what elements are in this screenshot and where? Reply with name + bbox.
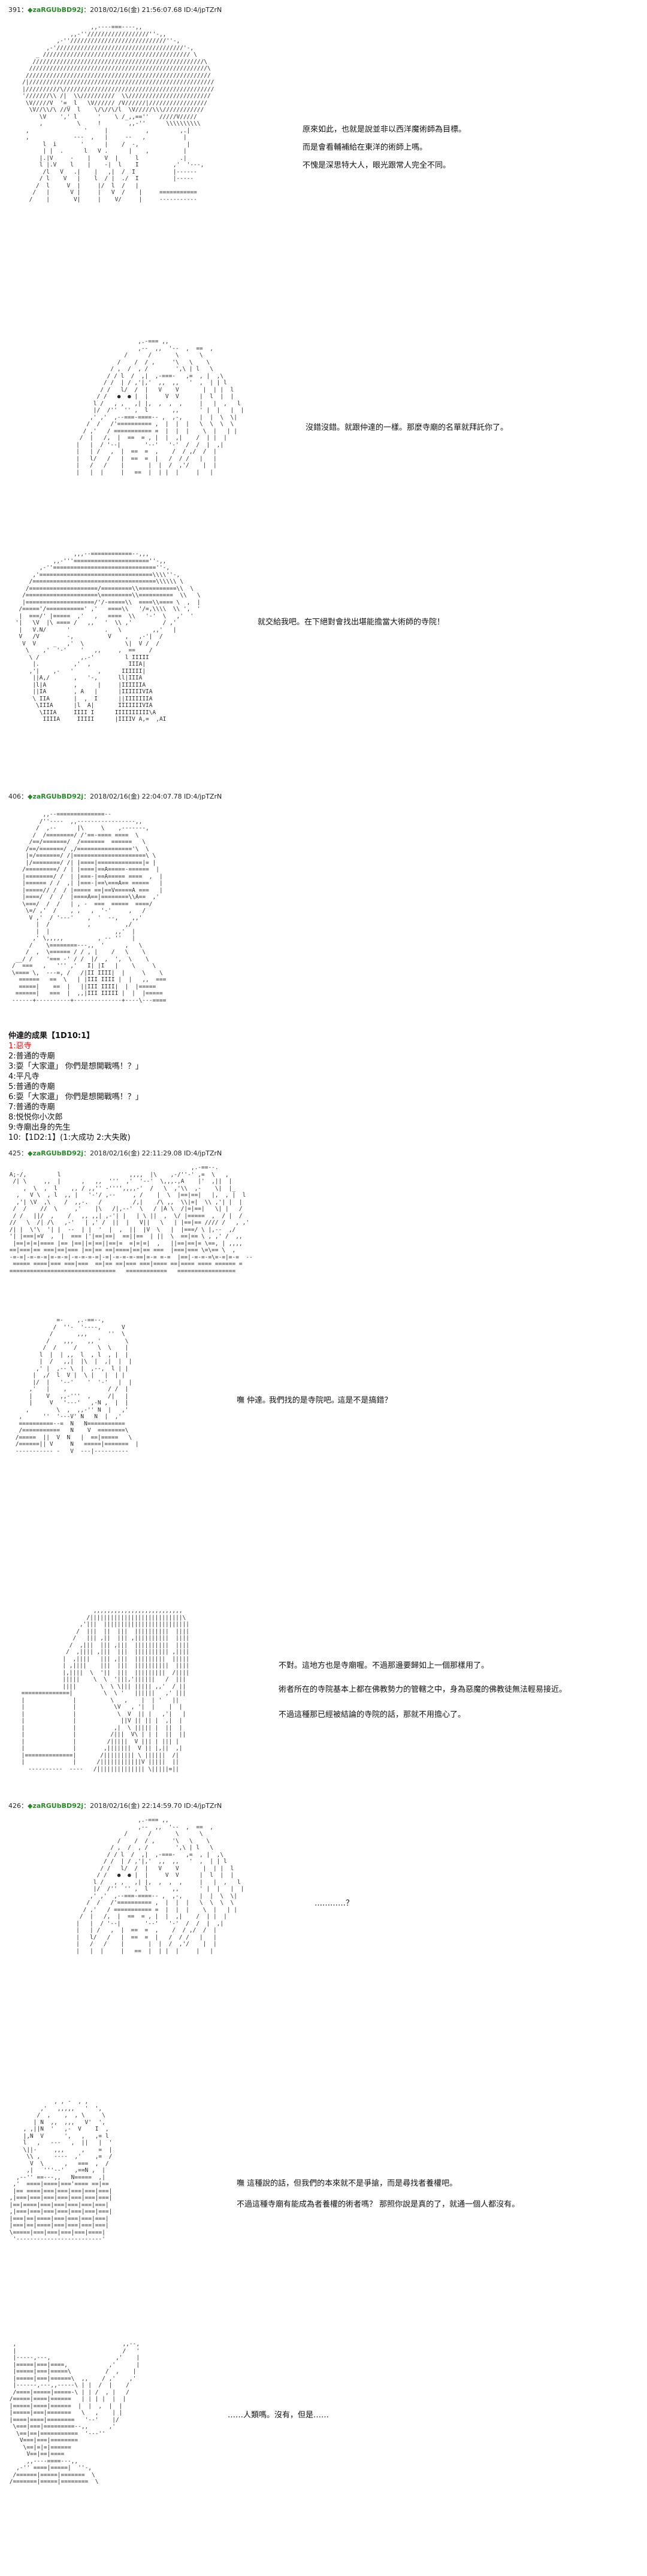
poll-item-3: 3:耍「大家還」 你們是想開戰嗎！？」 [8,1062,143,1071]
post-header: 391：◆zaRGUbBD92j：2018/02/16(金) 21:56:07.… [8,5,222,14]
poll-item-10: 10:【1D2:1】(1:大成功 2:大失敗) [8,1133,131,1142]
poster-trip: ◆zaRGUbBD92j [28,1802,84,1810]
poll-item-5: 5:普通的寺廟 [8,1082,55,1091]
poll-block: 仲達的成果【1D10:1】 1:惡寺 2:普通的寺廟 3:耍「大家還」 你們是想… [8,1031,143,1143]
post-meta: ：2018/02/16(金) 22:11:29.08 ID:4/jpTZrN [83,1149,222,1157]
post-meta: ：2018/02/16(金) 22:14:59.70 ID:4/jpTZrN [83,1802,222,1810]
dialog-text: 原來如此，也就是說並非以西洋魔術師為目標。 [303,125,467,134]
dialog-text: 不愧是深思特大人，眼光跟常人完全不同。 [303,161,451,170]
poster-trip: ◆zaRGUbBD92j [28,6,84,14]
poll-item-2: 2:普通的寺廟 [8,1052,55,1061]
dialog-text: 而是會看輔補給在東洋的術師上嗎。 [303,143,428,152]
dialog-text: …………？ [315,1899,354,1908]
poster-trip: ◆zaRGUbBD92j [28,1149,84,1157]
poll-item-6: 6:耍「大家還」 你們是想開戰嗎！？」 [8,1093,143,1102]
ascii-art-figure: , ,,--, | / ' |-----,---, ,' | |=====|==… [9,2341,140,2485]
poster-trip: ◆zaRGUbBD92j [28,793,84,800]
dialog-text: 嘸 仲達｡ 我們找的是寺院吧｡ 這是不是搞錯？ [237,1396,392,1405]
poll-title: 仲達的成果【1D10:1】 [8,1031,95,1040]
post-number[interactable]: 426： [8,1802,28,1810]
poll-item-1: 1:惡寺 [8,1042,32,1051]
dialog-text: 不過這種寺廟有能成為者養權的術者嗎？ 那照你說是真的了，就通一個人都沒有。 [237,2200,520,2209]
dialog-text: 不對。這地方也是寺廟喔。不過那邊要歸如上一個那樣用了。 [279,1661,489,1670]
post-header: 425：◆zaRGUbBD92j：2018/02/16(金) 22:11:29.… [8,1148,222,1158]
dialog-text: 沒錯沒錯。就跟仲達的一樣。那麼寺廟的名單就拜託你了。 [306,423,509,432]
poll-item-7: 7:普通的寺廟 [8,1103,55,1112]
ascii-art-scene: ,.-==--. A;-/, l ,,,, |\ ,-/''-' ,= \ , … [9,1164,253,1275]
dialog-text: ……人類嗎。沒有，但是…… [228,2411,329,2420]
ascii-art-figure: ,,----===----,, ,,-''//////////////////'… [22,24,214,203]
ascii-art-figure: ,.-=== ,, ,-- ,, '-- , == , / / \ \ / / … [76,1817,244,1955]
dialog-text: 就交給我吧。在下絕對會找出堪能擔當大術師的寺院！ [258,618,445,627]
dialog-text: 嘸 這種說的話，但我們的本來就不是爭搶，而是尋找者養權吧。 [237,2179,458,2188]
ascii-art-figure: ,,,,,,,,,,,,,,,,,,,,,,,,,, /||||||||||||… [21,1607,189,1773]
ascii-art-figure: ,.-=== ,, ,-- ,, '-- , == , / / \ \ / / … [76,338,244,476]
poll-item-4: 4:平凡寺 [8,1072,40,1081]
post-number[interactable]: 425： [8,1149,28,1157]
ascii-art-figure: ,,--==============-- /''---- ,,---------… [12,811,167,1004]
post-header: 406：◆zaRGUbBD92j：2018/02/16(金) 22:04:07.… [8,791,222,801]
post-meta: ：2018/02/16(金) 22:04:07.78 ID:4/jpTZrN [83,793,222,800]
post-header: 426：◆zaRGUbBD92j：2018/02/16(金) 22:14:59.… [8,1801,222,1810]
post-number[interactable]: 406： [8,793,28,800]
post-number[interactable]: 391： [8,6,28,14]
ascii-art-figure: =- ,.-==--, / ''- '----, V / ,,, '' \ / … [15,1317,139,1455]
post-meta: ：2018/02/16(金) 21:56:07.68 ID:4/jpTZrN [83,6,222,14]
dialog-text: 不過這種那已經被結論的寺院的話，那就不用擔心了。 [279,1710,466,1719]
ascii-art-figure: , , - , , ,' ,,,,, ' ', / , , , \ \ | N … [9,2098,113,2243]
dialog-text: 術者所在的寺院基本上都在佛教勢力的管轄之中，身為惡魔的佛教徒無法輕易接近。 [279,1685,567,1694]
poll-item-9: 9:寺廟出身的先生 [8,1123,71,1132]
ascii-art-figure: ,,,--============--,,, ,,-'''===========… [15,551,201,723]
poll-item-8: 8:悦悦你小次郎 [8,1113,63,1122]
